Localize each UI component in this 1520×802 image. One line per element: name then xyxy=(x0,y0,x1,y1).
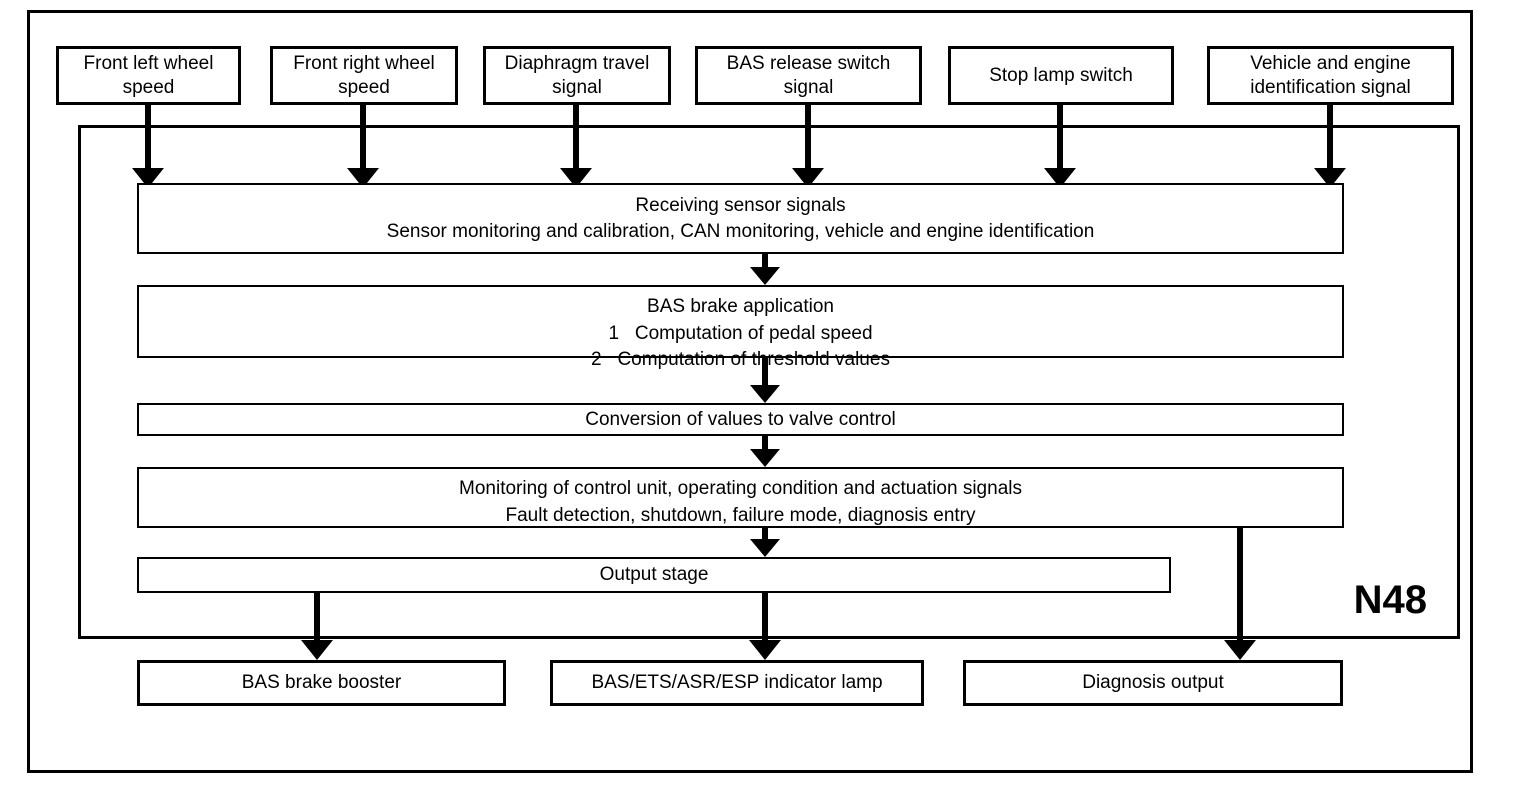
input-box-stop-lamp-switch: Stop lamp switch xyxy=(948,46,1174,105)
process-box-monitoring-control-unit: Monitoring of control unit, operating co… xyxy=(137,467,1344,528)
output-label: Diagnosis output xyxy=(1082,672,1224,693)
process-step-item-1: 1 Computation of pedal speed xyxy=(608,322,873,344)
arrow-output-2-head-icon xyxy=(749,640,781,660)
arrow-output-1-head-icon xyxy=(301,640,333,660)
output-box-diagnosis-output: Diagnosis output xyxy=(963,660,1343,706)
arrow-step-1-2-shaft xyxy=(762,254,768,268)
arrow-output-3-head-icon xyxy=(1224,640,1256,660)
process-step-title: Output stage xyxy=(599,564,709,585)
arrow-output-2-shaft xyxy=(762,593,768,640)
arrow-output-1-shaft xyxy=(314,593,320,640)
output-box-bas-brake-booster: BAS brake booster xyxy=(137,660,506,706)
arrow-step-2-3-head-icon xyxy=(750,385,780,403)
control-unit-n48-frame xyxy=(78,125,1460,639)
output-label: BAS brake booster xyxy=(241,672,402,693)
arrow-input-3-shaft xyxy=(573,105,579,169)
input-label: Front right wheel speed xyxy=(293,52,435,98)
process-box-conversion-to-valve-control: Conversion of values to valve control xyxy=(137,403,1344,436)
input-box-front-right-wheel-speed: Front right wheel speed xyxy=(270,46,458,105)
input-label: Stop lamp switch xyxy=(989,64,1133,86)
arrow-input-5-shaft xyxy=(1057,105,1063,169)
process-box-receiving-sensor-signals: Receiving sensor signals Sensor monitori… xyxy=(137,183,1344,254)
input-label: Vehicle and engine identification signal xyxy=(1250,52,1411,98)
arrow-input-6-shaft xyxy=(1327,105,1333,169)
arrow-output-3-shaft xyxy=(1237,528,1243,640)
arrow-input-2-shaft xyxy=(360,105,366,169)
arrow-step-1-2-head-icon xyxy=(750,267,780,285)
input-box-bas-release-switch-signal: BAS release switch signal xyxy=(695,46,922,105)
process-step-title: Receiving sensor signals xyxy=(635,194,846,216)
input-box-diaphragm-travel-signal: Diaphragm travel signal xyxy=(483,46,671,105)
process-step-title: Monitoring of control unit, operating co… xyxy=(459,478,1022,499)
outer-frame xyxy=(27,10,1473,773)
arrow-step-4-5-head-icon xyxy=(750,539,780,557)
arrow-input-1-shaft xyxy=(145,105,151,169)
output-box-indicator-lamp: BAS/ETS/ASR/ESP indicator lamp xyxy=(550,660,924,706)
input-box-vehicle-engine-identification-signal: Vehicle and engine identification signal xyxy=(1207,46,1454,105)
process-box-output-stage: Output stage xyxy=(137,557,1171,593)
arrow-step-4-5-shaft xyxy=(762,528,768,540)
output-label: BAS/ETS/ASR/ESP indicator lamp xyxy=(591,672,883,693)
arrow-step-3-4-head-icon xyxy=(750,449,780,467)
arrow-input-4-shaft xyxy=(805,105,811,169)
control-unit-label: N48 xyxy=(1353,578,1427,622)
arrow-step-2-3-shaft xyxy=(762,358,768,386)
process-box-bas-brake-application: BAS brake application 1 Computation of p… xyxy=(137,285,1344,370)
input-label: BAS release switch signal xyxy=(726,52,891,98)
process-step-detail: Fault detection, shutdown, failure mode,… xyxy=(505,505,976,526)
process-step-title: BAS brake application xyxy=(647,296,834,317)
arrow-step-3-4-shaft xyxy=(762,435,768,450)
process-step-title: Conversion of values to valve control xyxy=(585,408,896,430)
input-box-front-left-wheel-speed: Front left wheel speed xyxy=(56,46,241,105)
input-label: Diaphragm travel signal xyxy=(504,52,650,98)
process-step-item-2: 2 Computation of threshold values xyxy=(591,349,890,370)
input-label: Front left wheel speed xyxy=(83,52,214,98)
process-step-detail: Sensor monitoring and calibration, CAN m… xyxy=(386,220,1095,242)
